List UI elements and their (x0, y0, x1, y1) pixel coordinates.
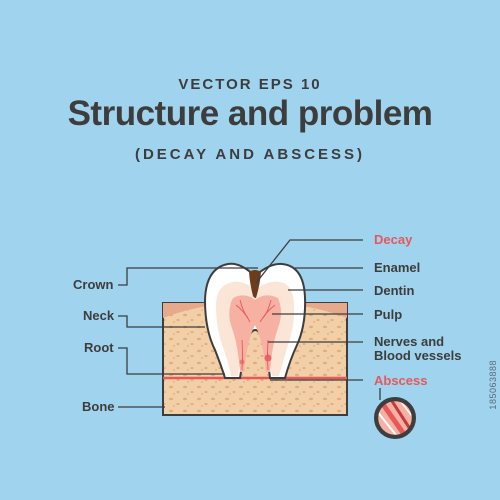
subtitle: (DECAY AND ABSCESS) (134, 146, 366, 163)
tooth (203, 262, 307, 379)
leader-lines (118, 239, 381, 408)
label-pulp: Pulp (374, 307, 403, 322)
label-root: Root (84, 340, 114, 355)
label-dentin: Dentin (374, 283, 415, 298)
supertitle: VECTOR EPS 10 (178, 76, 322, 93)
stock-id-watermark: 185063888 (488, 360, 498, 410)
label-nerves: Nerves and Blood vessels (374, 334, 462, 363)
decay-shape (249, 270, 261, 298)
label-bone: Bone (82, 399, 115, 414)
page-title: Structure and problem (67, 94, 433, 133)
label-neck: Neck (83, 308, 115, 323)
abscess-zoom-circle (374, 397, 416, 439)
label-decay: Decay (374, 232, 413, 247)
label-abscess: Abscess (374, 373, 428, 388)
label-enamel: Enamel (374, 260, 421, 275)
nerves-lines (235, 299, 276, 371)
label-crown: Crown (73, 277, 114, 292)
